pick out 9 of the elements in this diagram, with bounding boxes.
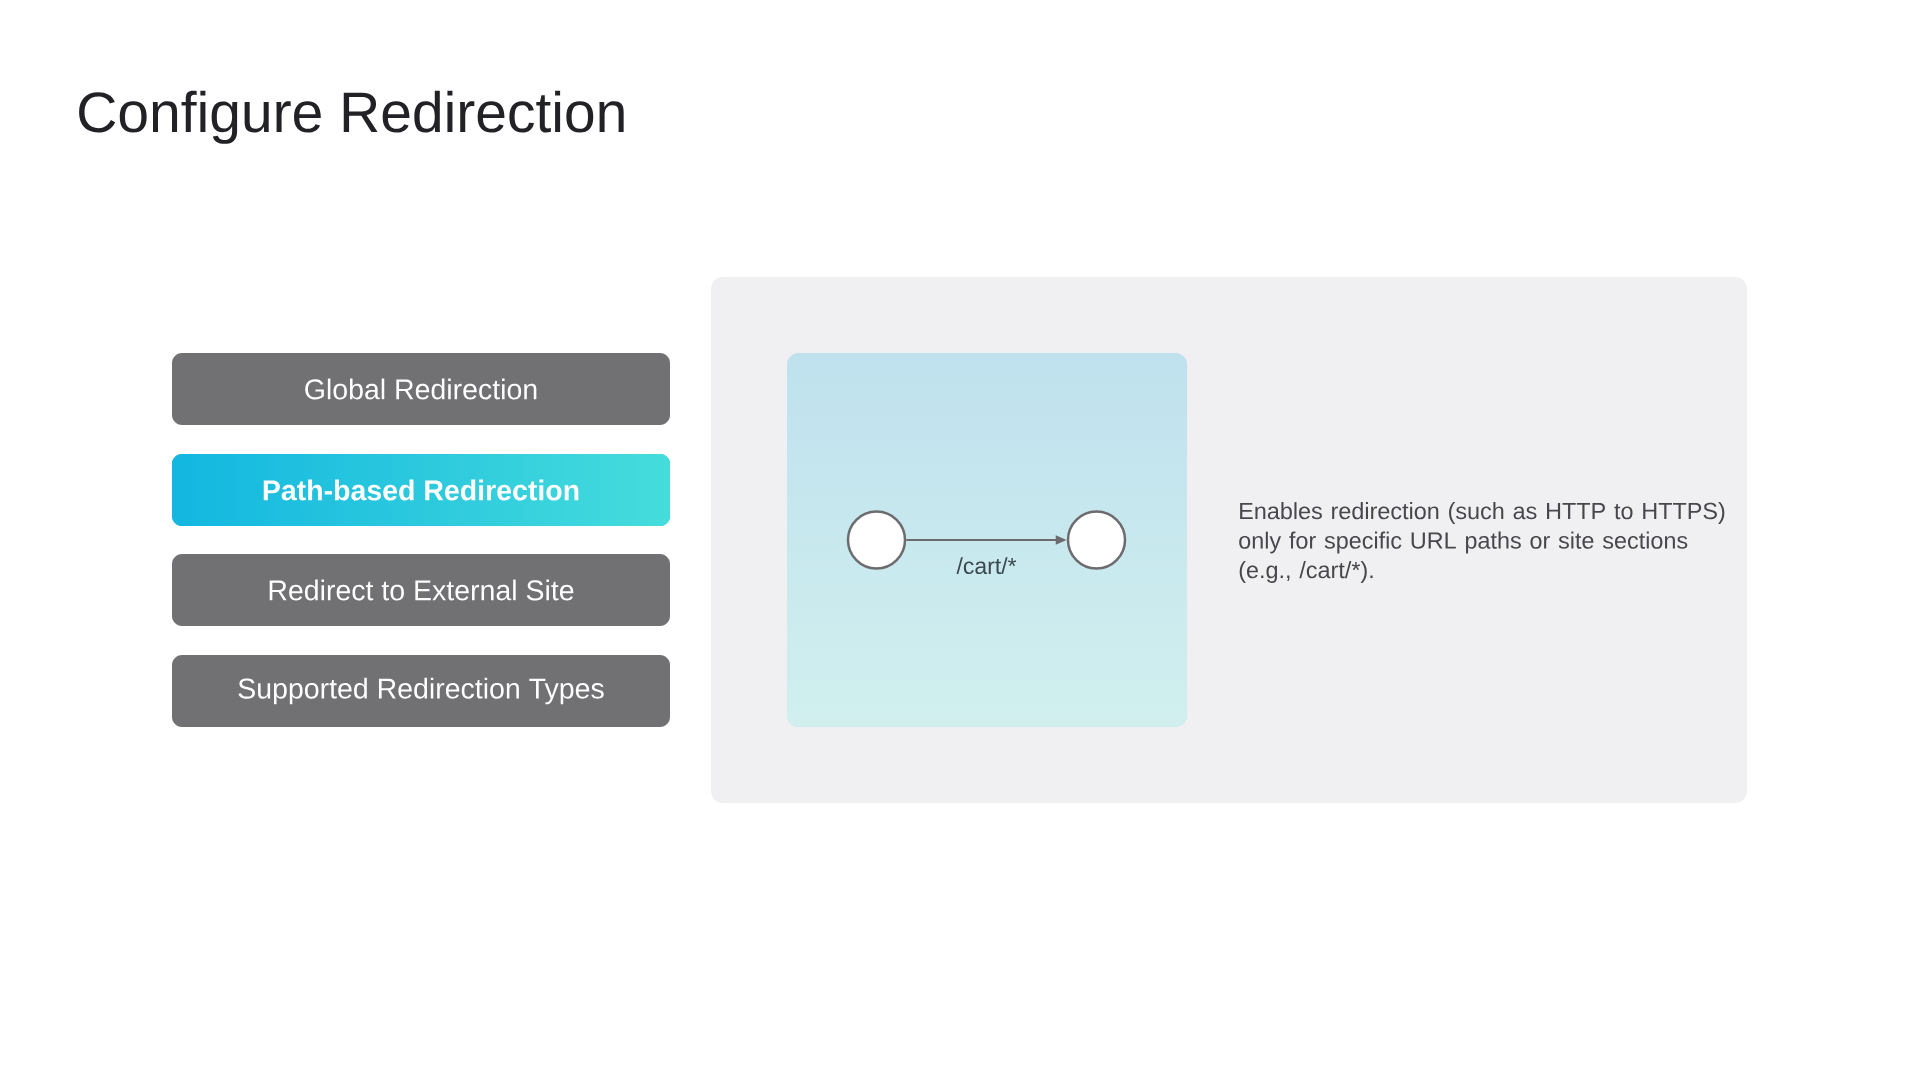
- menu-button: Redirect to External Site: [172, 554, 670, 626]
- diagram-area: [787, 353, 1187, 727]
- menu-button: Global Redirection: [172, 353, 670, 425]
- circle-node: [846, 510, 907, 570]
- edge-label: /cart/*: [956, 557, 1017, 575]
- title: Configure Redirection: [79, 90, 624, 144]
- menu-button: Supported Redirection Types: [172, 655, 670, 727]
- menu-button: Path-based Redirection: [172, 454, 670, 526]
- circle-node: [1066, 510, 1127, 570]
